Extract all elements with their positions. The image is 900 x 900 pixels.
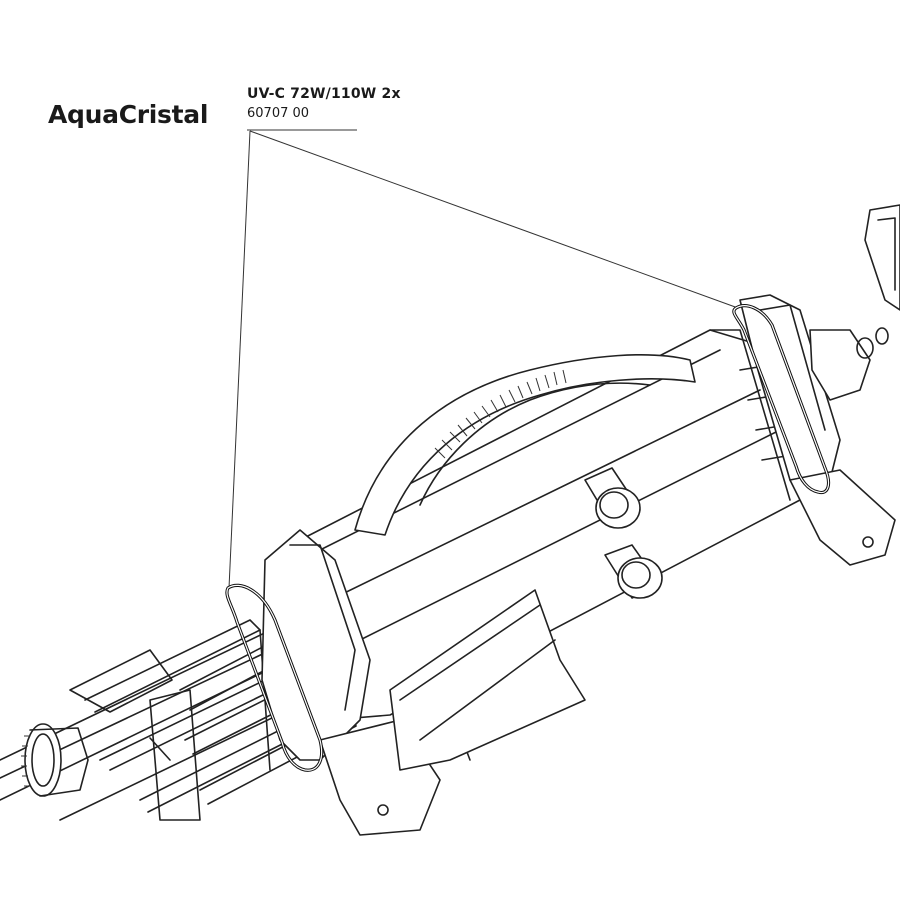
rear-housing bbox=[389, 589, 586, 771]
part-number: 60707 00 bbox=[247, 106, 310, 121]
mounting-foot-rear bbox=[789, 469, 896, 566]
carry-handle bbox=[354, 354, 696, 536]
product-title: UV-C 72W/110W 2x bbox=[247, 86, 401, 102]
brand-title: AquaCristal bbox=[48, 100, 209, 129]
leader-lines bbox=[228, 130, 739, 589]
outlet-connector-upper bbox=[584, 467, 641, 529]
o-ring-front-highlight bbox=[225, 583, 324, 772]
outlet-connector-lower bbox=[604, 544, 663, 599]
rear-connector bbox=[809, 327, 889, 401]
end-cap-rear bbox=[864, 204, 900, 311]
lamp-end-cap bbox=[21, 723, 89, 797]
o-ring-rear-highlight bbox=[732, 304, 831, 495]
handle-grip-ribs bbox=[434, 369, 567, 459]
